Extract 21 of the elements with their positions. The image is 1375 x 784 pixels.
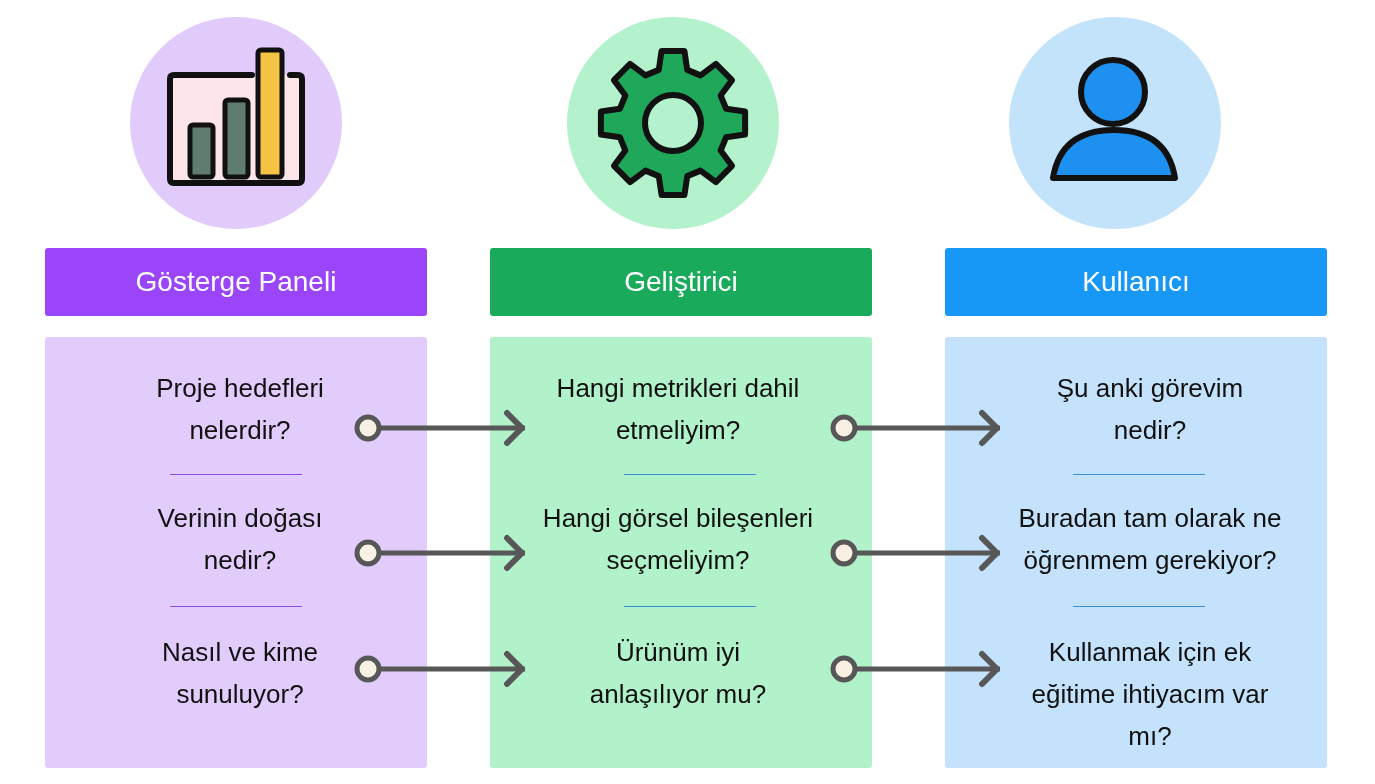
column-header: Kullanıcı (945, 248, 1327, 316)
connector-arrow (830, 651, 1000, 687)
column-header: Geliştirici (490, 248, 872, 316)
question-text: Proje hedefleri nelerdir? (125, 367, 355, 451)
question-text: Şu anki görevim nedir? (1000, 367, 1300, 451)
question-text: Buradan tam olarak ne öğrenmem gerekiyor? (1000, 497, 1300, 581)
connector-arrow (354, 651, 525, 687)
connector-arrow (830, 535, 1000, 571)
question-text: Hangi metrikleri dahil etmeliyim? (525, 367, 831, 451)
column-header: Gösterge Paneli (45, 248, 427, 316)
connector-arrow (354, 535, 525, 571)
question-text: Ürünüm iyi anlaşılıyor mu? (525, 631, 831, 715)
column-panel (945, 337, 1327, 768)
column-panel (45, 337, 427, 768)
connector-arrow (354, 410, 525, 446)
question-text: Verinin doğası nedir? (125, 497, 355, 581)
question-text: Hangi görsel bileşenleri seçmeliyim? (525, 497, 831, 581)
question-text: Kullanmak için ek eğitime ihtiyacım var mı? (1000, 631, 1300, 757)
connector-arrow (830, 410, 1000, 446)
question-text: Nasıl ve kime sunuluyor? (125, 631, 355, 715)
column-panel (490, 337, 872, 768)
